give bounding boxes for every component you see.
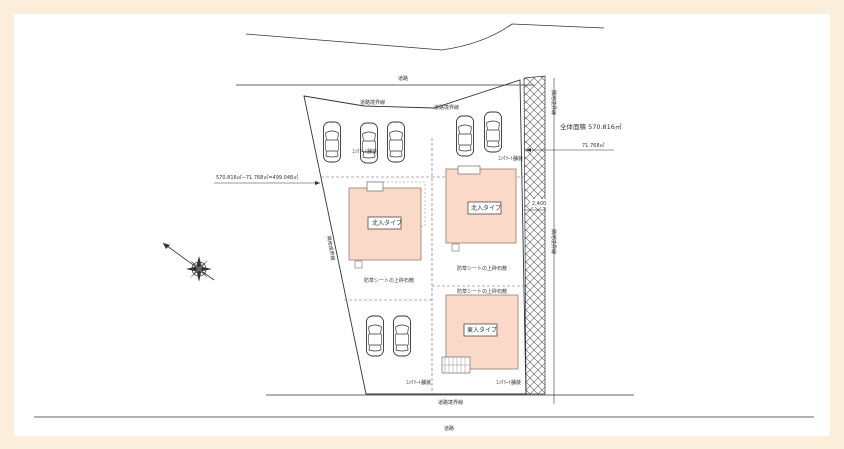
car-4 [456, 115, 474, 157]
hatched-strip [523, 75, 546, 395]
calc-label: 570.816㎡−71.768㎡=499.048㎡ [216, 174, 298, 181]
total-area-label: 全体面積 570.816㎡ [560, 122, 622, 131]
concrete-label-4: ｺﾝｸﾘｰﾄ舗装 [496, 379, 521, 386]
site-plan-diagram: 道路 道路境界線 道路境界線 隣地境界線 隣地境界線 隣地境界線 ｺﾝｸﾘｰﾄ舗… [34, 23, 814, 432]
side-area-label: 71.768㎡ [582, 142, 605, 149]
car-1 [323, 121, 341, 163]
house-1-porch [366, 181, 384, 192]
site-plan-frame: 道路 道路境界線 道路境界線 隣地境界線 隣地境界線 隣地境界線 ｺﾝｸﾘｰﾄ舗… [14, 14, 830, 436]
house-2-label-box [467, 201, 502, 215]
car-6 [366, 315, 384, 357]
house-1-label: 北入タイプ [372, 219, 402, 227]
road-label-top: 道路 [398, 75, 408, 82]
road-label-bottom: 道路 [444, 425, 454, 432]
house-1-label-box [367, 216, 402, 230]
car-7 [393, 315, 411, 357]
car-3 [387, 121, 405, 163]
compass-icon [162, 242, 215, 282]
gravel-label-2: 防草シートの上砕石敷 [457, 265, 507, 272]
boundary-label-bottom: 道路境界線 [438, 399, 463, 406]
road-edge-top [245, 23, 605, 51]
car-2 [360, 122, 378, 164]
boundary-label-top-left: 道路境界線 [360, 99, 385, 106]
house-2-porch [457, 165, 481, 175]
boundary-label-left-side: 隣地境界線 [325, 235, 336, 261]
gravel-label-3: 防草シートの上砕石敷 [457, 288, 507, 295]
gravel-label-1: 防草シートの上砕石敷 [364, 277, 414, 284]
car-5 [484, 111, 502, 153]
boundary-label-right-upper: 隣地境界線 [550, 90, 557, 115]
house-2-label: 北入タイプ [471, 204, 501, 212]
boundary-label-top-right: 道路境界線 [434, 104, 459, 111]
house-3-label: 東入タイプ [467, 326, 497, 334]
house-3-label-box [463, 323, 498, 337]
concrete-label-2: ｺﾝｸﾘｰﾄ舗装 [498, 155, 523, 162]
boundary-label-right-side: 隣地境界線 [550, 229, 557, 254]
site-boundary [303, 79, 527, 395]
width-dimension-label: 2,400 [532, 201, 546, 207]
concrete-label-1: ｺﾝｸﾘｰﾄ舗装 [352, 148, 377, 155]
concrete-label-3: ｺﾝｸﾘｰﾄ舗装 [406, 379, 431, 386]
